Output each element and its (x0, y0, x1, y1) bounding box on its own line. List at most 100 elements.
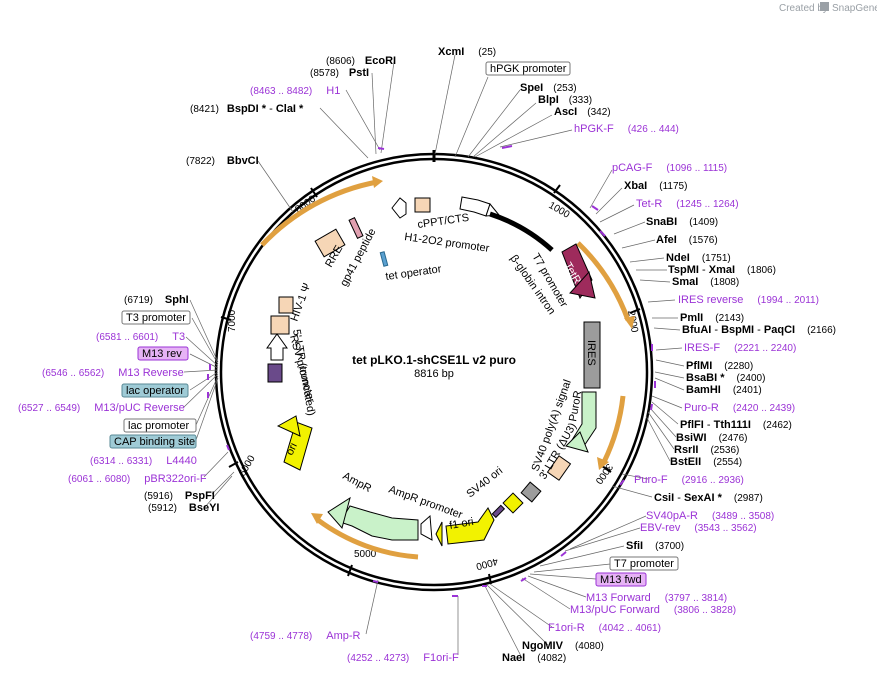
snapgene-logo-icon (820, 2, 829, 11)
tspmi-site: TspMI - XmaI(1806) (668, 264, 776, 276)
hpgk-label: hPGK promoter (490, 63, 567, 75)
bsiwi-site: BsiWI(2476) (676, 432, 747, 444)
t7-promoter-box (609, 556, 679, 571)
pcagf-primer: pCAG-F(1096 .. 1115) (612, 162, 727, 174)
amp-promoter-arrow (420, 514, 433, 541)
pmli-site: PmlI(2143) (680, 312, 744, 324)
orf-arc-tetr (576, 241, 631, 321)
puror-label: PuroR (567, 390, 584, 423)
ndei-site: NdeI(1751) (666, 252, 731, 264)
bbvci-site: (7822)BbvCI (186, 155, 259, 167)
f1ori-arrow-tip (435, 521, 443, 547)
orf-arc-puro-head (597, 457, 609, 470)
sv40par-primer: SV40pA-R(3489 .. 3508) (646, 510, 774, 522)
m13fwd-label: M13 fwd (600, 574, 642, 586)
lac-operator-box (121, 383, 189, 398)
f1ori-arrow (445, 507, 495, 545)
xbai-site: XbaI(1175) (624, 180, 687, 192)
blpi-site: BlpI(333) (538, 94, 592, 106)
hpgkf-primer: hPGK-F(426 .. 444) (574, 123, 679, 135)
spei-site: SpeI(253) (520, 82, 577, 94)
m13rev-box (137, 346, 189, 361)
t3-promoter-box (121, 310, 191, 325)
t3-primer: (6581 .. 6601)T3 (96, 331, 185, 343)
pflmi-site: PflMI(2280) (686, 360, 753, 372)
ampr-arrow-head (327, 496, 351, 530)
scale-ticks (220, 184, 641, 585)
tetr-arrow-head (569, 270, 596, 299)
t7-m13-mark (491, 504, 506, 519)
f1ori-label: f1 ori (448, 516, 474, 532)
tick-6000: 6000 (237, 453, 258, 478)
tick-7000: 7000 (227, 309, 238, 332)
hpgk-box (485, 61, 571, 76)
orf-arc-8000-head (372, 176, 383, 188)
t3-promoter-label: T3 promoter (126, 312, 186, 324)
puror-primer: Puro-R(2420 .. 2439) (684, 402, 795, 414)
cppt-label: cPPT/CTS (417, 212, 470, 231)
m13pucf-primer: M13/pUC Forward(3806 .. 3828) (570, 604, 736, 616)
t7-promoter-label: T7 promoter (614, 558, 674, 570)
lac-promoter-label: lac promoter (128, 420, 189, 432)
ori-label: ori (284, 441, 300, 457)
naei-site: NaeI(4082) (502, 652, 566, 664)
pbr322-primer: (6061 .. 6080)pBR322ori-F (68, 473, 207, 485)
l4440-primer: (6314 .. 6331)L4440 (90, 455, 197, 467)
iresrev-primer: IRES reverse(1994 .. 2011) (678, 294, 819, 306)
ires-box (583, 321, 601, 389)
f1orir-primer: F1ori-R(4042 .. 4061) (548, 622, 661, 634)
snabi-site: SnaBI(1409) (646, 216, 718, 228)
h1-promoter-arrow (391, 197, 407, 219)
sv40pa-box (520, 481, 542, 503)
sv40ori-label: SV40 ori (464, 465, 505, 500)
csii-site: CsiI - SexAI *(2987) (654, 492, 763, 504)
tetr-primer: Tet-R(1245 .. 1264) (636, 198, 739, 210)
sfii-site: SfiI(3700) (626, 540, 684, 552)
bspdi-site: (8421)BspDI * - ClaI * (190, 103, 304, 115)
lac-promoter-box (123, 418, 197, 433)
bamhi-site: BamHI(2401) (686, 384, 762, 396)
sphi-site: (6719)SphI (124, 294, 189, 306)
sv40ori-box (502, 492, 524, 514)
orf-arc-8000 (260, 179, 378, 247)
h1-primer: (8463 .. 8482)H1 (250, 85, 340, 97)
orf-arc-ampr (316, 517, 419, 560)
rre-box (314, 228, 346, 258)
plasmid-size: 8816 bp (414, 368, 454, 380)
tick-5000: 5000 (354, 549, 377, 560)
puror-arrow-head (565, 431, 589, 453)
ori-arrow-head (276, 415, 301, 437)
iresf-primer: IRES-F(2221 .. 2240) (684, 342, 796, 354)
ires-label: IRES (585, 340, 597, 366)
ltr-box-top (414, 197, 431, 213)
xcmi-site: XcmI(25) (438, 46, 496, 58)
orf-arc-ampr-head (311, 513, 323, 524)
pflfi-site: PflFI - Tth111I(2462) (680, 419, 792, 431)
m13rev-label: M13 rev (142, 348, 182, 360)
ltr5-box (270, 315, 290, 335)
ltr3-box (546, 455, 572, 481)
primer-marks (207, 145, 656, 597)
tick-4000: 4000 (474, 555, 499, 571)
ngomiv-site: NgoMIV(4080) (522, 640, 604, 652)
bfuai-site: BfuAI - BspMI - PaqCI(2166) (682, 324, 836, 336)
psti-site: (8578)PstI (310, 67, 369, 79)
lac-operator-label: lac operator (126, 385, 184, 397)
lac-cluster (267, 363, 283, 383)
rsv-promoter-arrow (266, 333, 288, 361)
tick-1000: 1000 (547, 200, 572, 221)
smai-site: SmaI(1808) (672, 276, 739, 288)
orf-arc-tetr-head (624, 316, 635, 329)
ampr-label: AmpR (341, 470, 374, 495)
m13pucrev-primer: (6527 .. 6549)M13/pUC Reverse (18, 402, 185, 414)
m13fwd-box (595, 572, 647, 587)
purof-primer: Puro-F(2916 .. 2936) (634, 474, 744, 486)
gp41-mark (348, 217, 364, 239)
f1orif-primer: (4252 .. 4273)F1ori-F (347, 652, 459, 664)
orf-arc-puro (601, 395, 626, 464)
cap-binding-box (109, 434, 197, 449)
tet-operator-mark (379, 251, 389, 267)
m13reverse-primer: (6546 .. 6562)M13 Reverse (42, 367, 184, 379)
cap-binding-label: CAP binding site (114, 436, 195, 448)
